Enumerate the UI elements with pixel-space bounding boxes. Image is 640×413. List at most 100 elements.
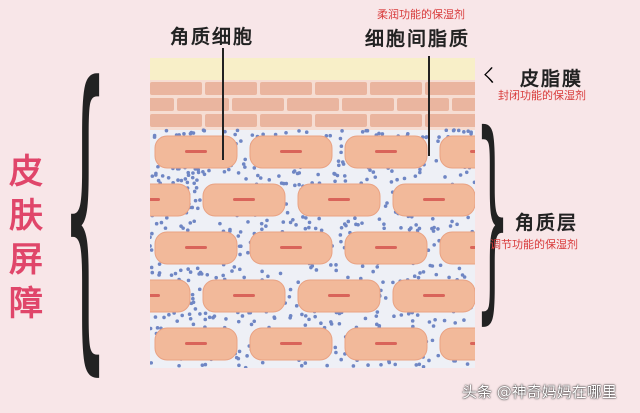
lipid-dot [303, 226, 308, 231]
brick [315, 82, 367, 95]
lipid-dot [431, 324, 436, 328]
lipid-dot [464, 170, 469, 175]
lipid-dot [190, 292, 195, 297]
lipid-dot [444, 128, 449, 133]
lipid-dot [297, 182, 301, 187]
lipid-dot [196, 206, 200, 211]
stratum-label: 角质层 [515, 212, 579, 234]
lipid-dot [150, 174, 155, 178]
brick [205, 82, 257, 95]
lipid-dot [155, 326, 160, 330]
lipid-dot [177, 363, 181, 368]
lipid-dot [343, 179, 348, 183]
lipid-dot [304, 216, 308, 220]
lipid-dot [154, 173, 158, 177]
lipid-dot [202, 128, 207, 133]
skin-layers-illustration [150, 58, 475, 368]
lipid-dot [259, 221, 264, 226]
lipid-dot [249, 322, 254, 327]
lipid-dot [424, 135, 428, 140]
lipid-dot [237, 349, 242, 354]
lipid-dot [169, 273, 174, 277]
lipid-dot [264, 224, 268, 228]
lipid-dot [338, 136, 343, 141]
cell-nucleus [375, 246, 397, 249]
lipid-dot [412, 274, 417, 278]
lipid-dot [377, 324, 382, 328]
lipid-dot [291, 217, 295, 222]
lipid-pointer [428, 56, 430, 156]
lipid-dot [191, 300, 196, 305]
lipid-dot [430, 264, 435, 268]
lipid-dot [307, 225, 311, 230]
lipid-dot [418, 170, 422, 175]
brick [287, 98, 339, 111]
lipid-dot [245, 354, 249, 358]
brick [260, 114, 312, 127]
lipid-dot [469, 130, 473, 134]
lipid-dot [407, 227, 412, 232]
lipid-dot [392, 314, 396, 319]
lipid-dot [236, 234, 241, 238]
lipid-dot [191, 322, 196, 327]
lipid-dot [418, 271, 422, 275]
lipid-dot [360, 221, 364, 225]
lipid-dot [456, 128, 461, 133]
lipid-dot [252, 166, 257, 170]
lipid-dot [328, 133, 333, 138]
lipid-dot [303, 323, 308, 327]
lipid-dot [448, 224, 453, 228]
lipid-dot [303, 314, 308, 318]
barrier-brace: { [62, 18, 109, 402]
lipid-dot [334, 350, 338, 355]
lipid-dot [356, 222, 360, 227]
lipid-dot [421, 270, 426, 274]
lipid-dot [462, 318, 466, 322]
lipid-dot [375, 265, 380, 269]
brick [232, 98, 284, 111]
lipid-dot [297, 129, 301, 133]
lipid-dot [236, 356, 241, 361]
lipid-dot [228, 229, 232, 233]
cell-nucleus [150, 294, 160, 297]
lipid-dot [150, 248, 154, 252]
lipid-dot [156, 164, 160, 169]
lipid-dot [383, 296, 388, 300]
lipid-dot [188, 221, 193, 225]
sebum-bracket: ㄑ [480, 66, 498, 87]
lipid-dot [199, 272, 204, 276]
lipid-dot [406, 311, 411, 316]
lipid-dot [277, 174, 281, 178]
corneocyte-pointer [222, 48, 224, 160]
lipid-dot [346, 275, 350, 280]
lipid-dot [364, 128, 368, 133]
lipid-dot [207, 168, 211, 173]
lipid-dot [307, 220, 312, 225]
lipid-dot [431, 229, 436, 233]
lipid-dot [273, 132, 278, 137]
lipid-dot [183, 177, 188, 181]
lipid-dot [325, 363, 329, 368]
cell-nucleus [280, 342, 302, 345]
lipid-dot [191, 171, 195, 175]
lipid-dot [236, 171, 241, 175]
lipid-dot [227, 167, 231, 172]
lipid-dot [189, 130, 194, 135]
corneocyte-cell [150, 279, 191, 313]
lipid-dot [465, 362, 470, 366]
lipid-dot [237, 363, 241, 368]
cell-nucleus [423, 198, 445, 201]
lipid-dot [281, 181, 286, 186]
lipid-dot [417, 226, 422, 231]
lipid-dot [307, 317, 311, 322]
lipid-dot [334, 263, 338, 267]
lipid-dot [374, 314, 379, 318]
lipid-dot [166, 175, 171, 180]
lipid-dot [238, 230, 243, 234]
lipid-dot [190, 175, 195, 180]
lipid-dot [238, 267, 242, 272]
lipid-dot [190, 205, 195, 210]
lipid-dot [453, 321, 458, 325]
brick [425, 82, 475, 95]
lipid-dot [365, 177, 369, 182]
